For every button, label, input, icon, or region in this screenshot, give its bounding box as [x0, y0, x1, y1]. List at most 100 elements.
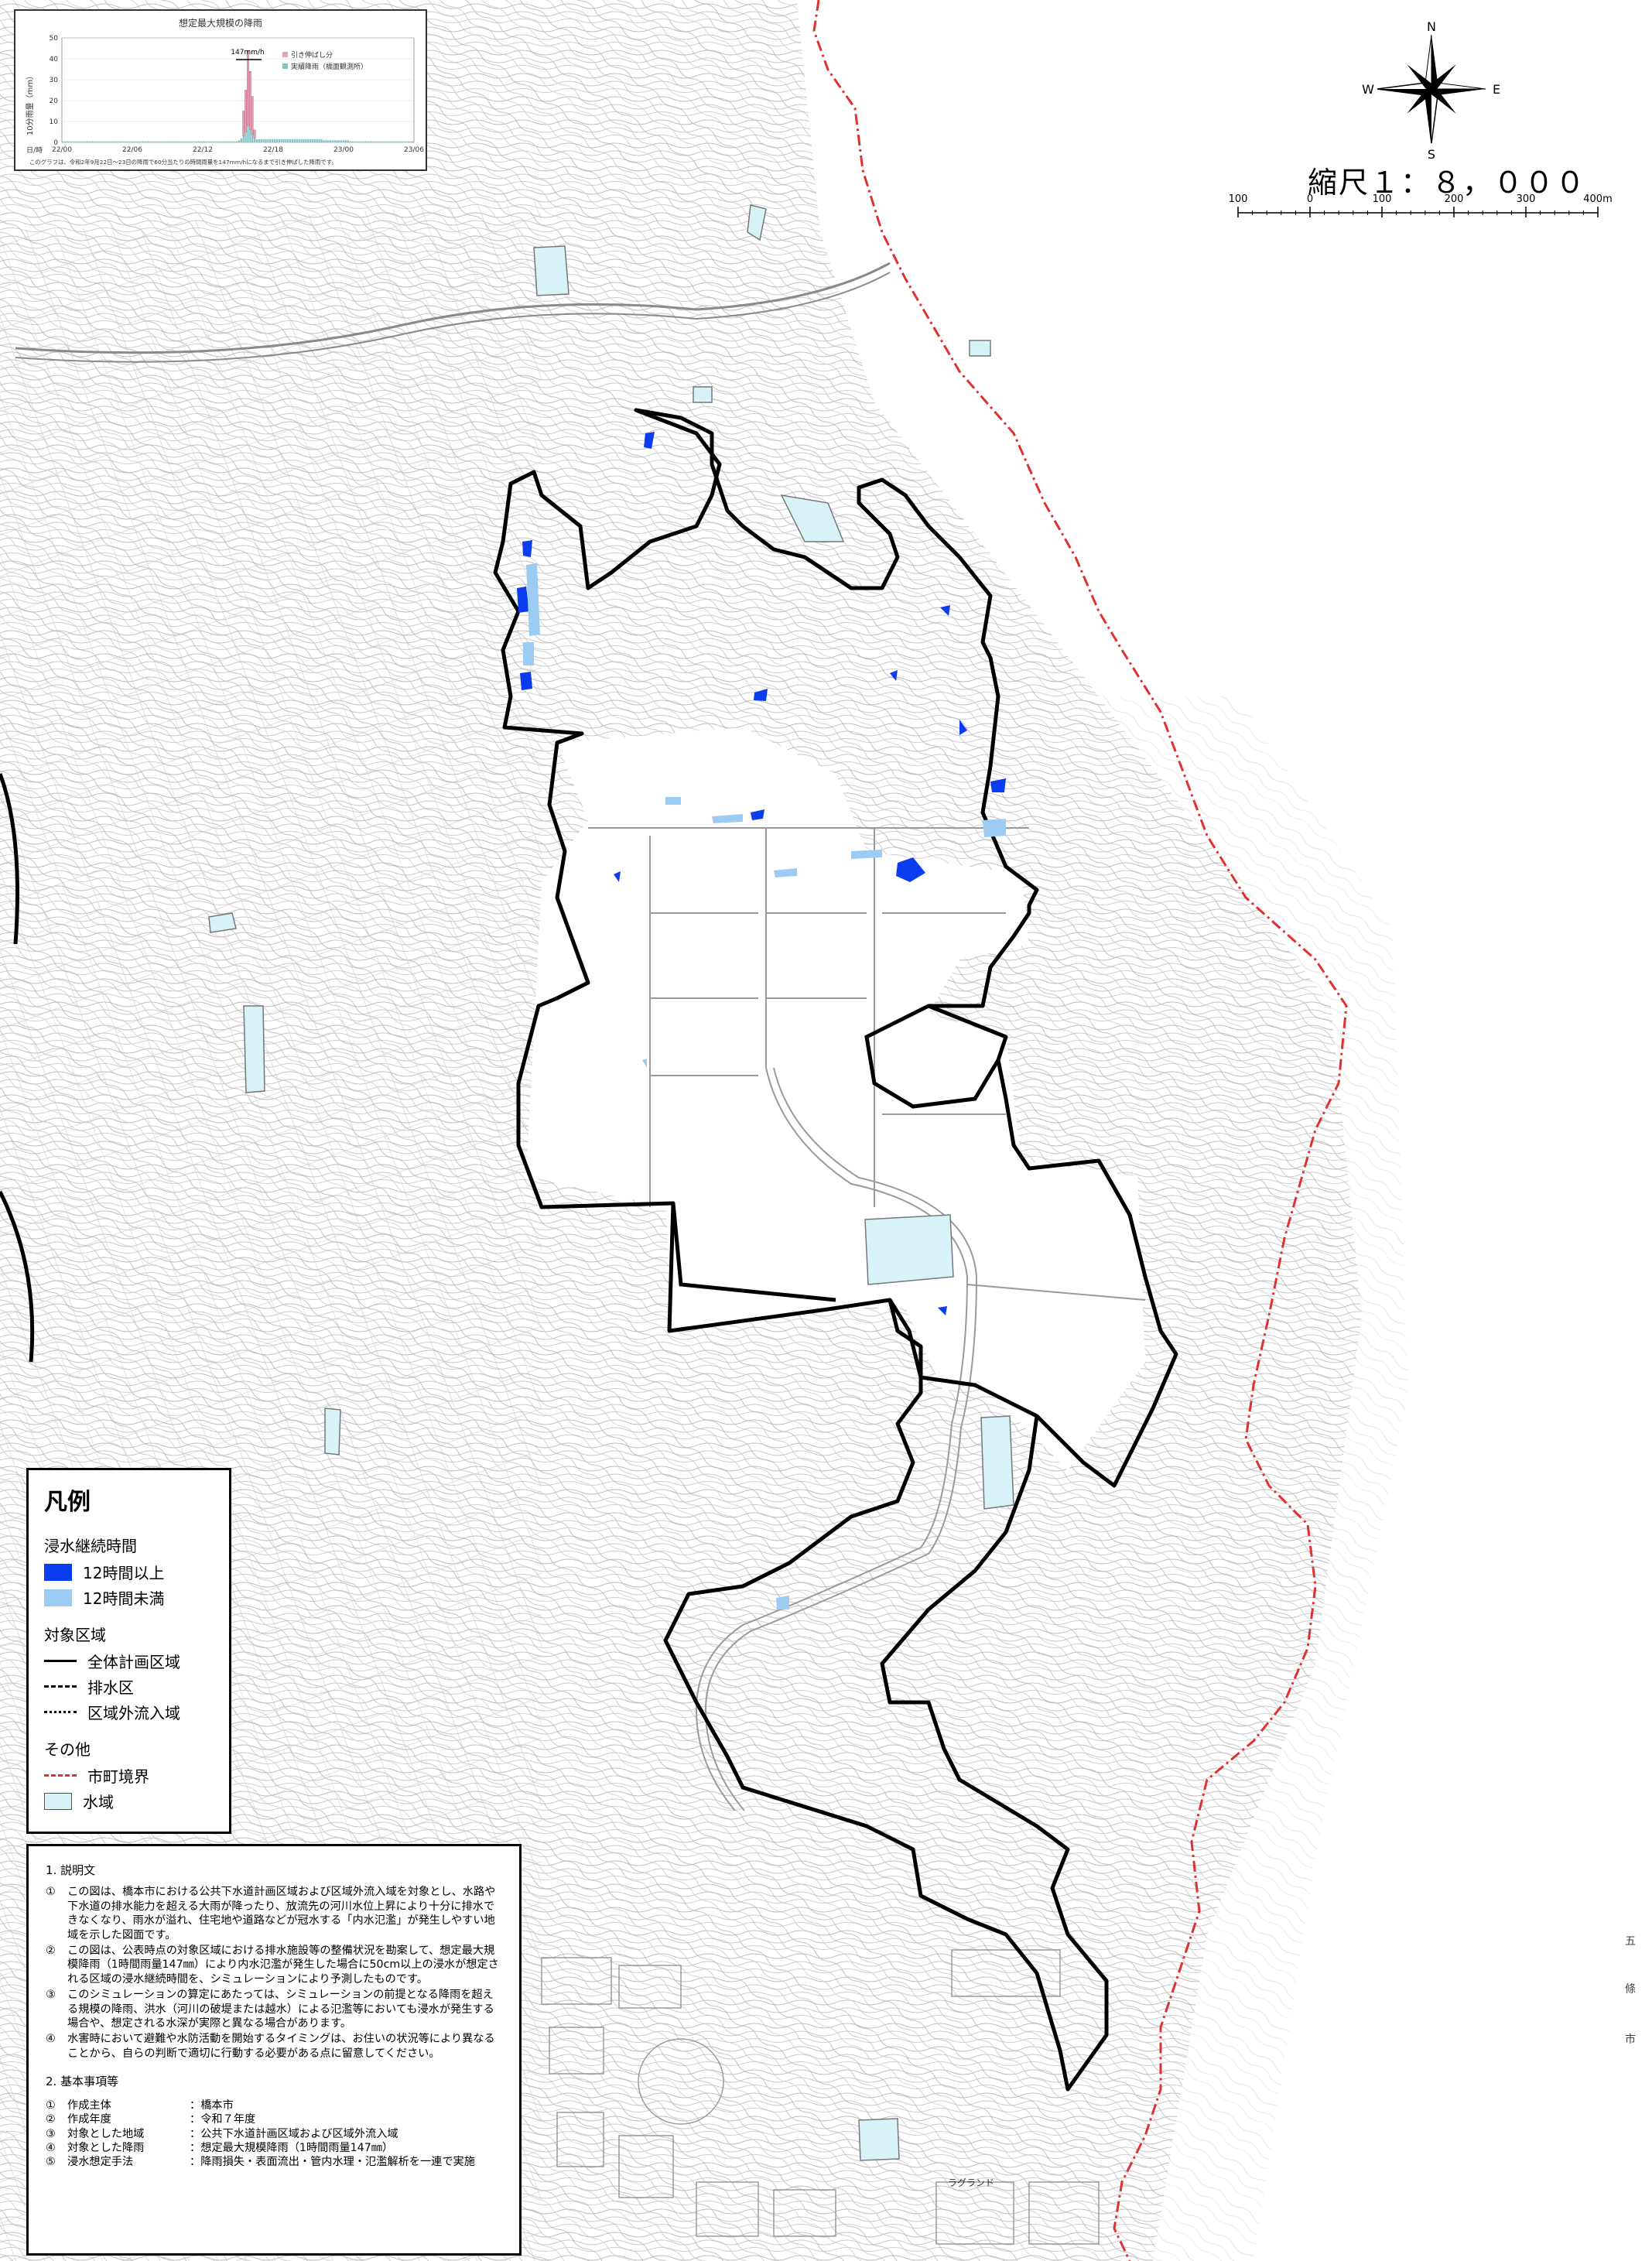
compass-w: W	[1362, 82, 1374, 97]
legend-swatch-short	[44, 1589, 72, 1606]
chart-bar-stretched	[253, 129, 256, 139]
legend-label-boundary: 市町境界	[87, 1767, 149, 1786]
chart-bar-actual	[287, 139, 289, 142]
chart-bar-actual	[333, 140, 336, 142]
chart-bar-actual	[311, 139, 314, 142]
chart-bar-actual	[329, 140, 332, 142]
basics-key: 対象とした降雨	[67, 2141, 145, 2154]
chart-footnote: このグラフは、令和2年9月22日～23日の降雨で60分当たりの時間雨量を147m…	[29, 159, 337, 166]
basics-number: ⑤	[46, 2156, 56, 2169]
chart-bar-actual	[320, 139, 323, 142]
legend-row-drainage: 排水区	[44, 1674, 214, 1699]
item-number: ①	[46, 1886, 56, 1899]
chart-ytick-label: 50	[50, 35, 59, 43]
explanation-item: ③ このシミュレーションの算定にあたっては、シミュレーションの前提となる降雨を超え…	[46, 1988, 502, 2030]
chart-bar-actual	[271, 139, 274, 142]
municipal-boundary	[812, 0, 1348, 2261]
chart-bar-actual	[245, 132, 247, 142]
chart-bar-actual	[280, 139, 282, 142]
legend-row-long: 12時間以上	[44, 1559, 214, 1585]
chart-ytick-label: 20	[50, 97, 59, 105]
chart-xtick-label: 22/06	[122, 146, 142, 154]
side-char: 條	[1625, 1983, 1636, 1996]
legend-section-area: 対象区域	[44, 1626, 106, 1644]
legend-swatch-stretched	[282, 52, 288, 57]
scale-title: 縮尺１：８，０００	[1308, 166, 1587, 200]
legend-swatch-water	[44, 1792, 72, 1810]
legend-row-boundary: 市町境界	[44, 1763, 214, 1788]
chart-bar-actual	[269, 139, 272, 142]
explanation-item: ① この図は、橋本市における公共下水道計画区域および区域外流入域を対象とし、水路や…	[46, 1885, 502, 1942]
chart-bar-actual	[343, 140, 345, 142]
chart-bar-actual	[260, 139, 262, 142]
legend-row-short: 12時間未満	[44, 1585, 214, 1610]
item-number: ④	[46, 2033, 56, 2046]
chart-bar-actual	[247, 125, 249, 142]
basics-key: 浸水想定手法	[67, 2156, 134, 2169]
legend-section-other: その他	[44, 1740, 91, 1759]
basics-value: ：降雨損失・表面流出・管内水理・氾濫解析を一連で実施	[190, 2156, 475, 2169]
legend-line-red	[44, 1774, 77, 1777]
legend-label-short: 12時間未満	[83, 1589, 165, 1608]
chart-bar-actual	[293, 139, 296, 142]
chart-bar-actual	[296, 139, 298, 142]
basics-row: ⑤ 浸水想定手法 ：降雨損失・表面流出・管内水理・氾濫解析を一連で実施	[46, 2155, 502, 2169]
scale-tick-label: 400m	[1583, 193, 1612, 205]
legend-label-water: 水域	[83, 1793, 114, 1811]
chart-bar-actual	[258, 139, 260, 142]
chart-bar-actual	[331, 140, 334, 142]
legend-panel: 凡例 浸水継続時間 12時間以上 12時間未満 対象区域 全体計画区域 排水区 …	[26, 1468, 231, 1834]
chart-xtick-label: 23/06	[404, 146, 424, 154]
compass-rose: N S W E	[1362, 19, 1500, 162]
chart-bar-stretched	[247, 50, 249, 126]
chart-bar-actual	[336, 140, 338, 142]
legend-label-drainage: 排水区	[87, 1678, 134, 1697]
chart-bar-actual	[327, 140, 330, 142]
chart-ytick-label: 0	[53, 139, 58, 147]
chart-ytick-label: 40	[50, 56, 59, 63]
chart-xtick-label: 23/00	[333, 146, 354, 154]
chart-bar-actual	[289, 139, 292, 142]
chart-bar-actual	[305, 139, 307, 142]
item-text: この図は、橋本市における公共下水道計画区域および区域外流入域を対象とし、水路や下…	[67, 1886, 496, 1941]
basics-heading: 2. 基本事項等	[46, 2075, 119, 2089]
legend-label-inflow: 区域外流入域	[87, 1704, 180, 1722]
item-number: ②	[46, 1945, 56, 1958]
chart-ylabel: 10分雨量（mm）	[26, 72, 35, 135]
legend-actual: 実績降雨（橋面観測所）	[291, 62, 368, 71]
chart-title: 想定最大規模の降雨	[179, 17, 262, 29]
chart-bar-actual	[313, 139, 316, 142]
chart-bar-stretched	[248, 70, 251, 130]
chart-bar-actual	[303, 139, 305, 142]
chart-bar-actual	[291, 139, 294, 142]
chart-bar-actual	[300, 139, 303, 142]
item-text: この図は、公表時点の対象区域における排水施設等の整備状況を勘案して、想定最大規模…	[67, 1945, 499, 1986]
compass-e: E	[1493, 82, 1500, 97]
chart-bar-actual	[262, 139, 265, 142]
basics-value: ：令和７年度	[190, 2113, 256, 2126]
chart-bar-actual	[325, 140, 327, 142]
scale-tick-label: 200	[1445, 193, 1464, 205]
chart-bar-actual	[298, 139, 300, 142]
chart-ytick-label: 30	[50, 77, 59, 84]
scale-tick-label: 0	[1307, 193, 1313, 205]
legend-swatch-long	[44, 1563, 72, 1581]
chart-bar-actual	[242, 135, 245, 142]
scale-tick-label: 100	[1373, 193, 1392, 205]
chart-bar-actual	[316, 139, 318, 142]
legend-stretched: 引き伸ばし分	[291, 50, 333, 60]
basics-number: ③	[46, 2127, 56, 2140]
x-prefix: 日/時	[26, 146, 43, 155]
item-text: このシミュレーションの算定にあたっては、シミュレーションの前提となる降雨を超える…	[67, 1989, 494, 2030]
item-number: ③	[46, 1989, 56, 2002]
urban-blocks	[541, 1949, 1100, 2245]
basics-number: ②	[46, 2113, 56, 2126]
